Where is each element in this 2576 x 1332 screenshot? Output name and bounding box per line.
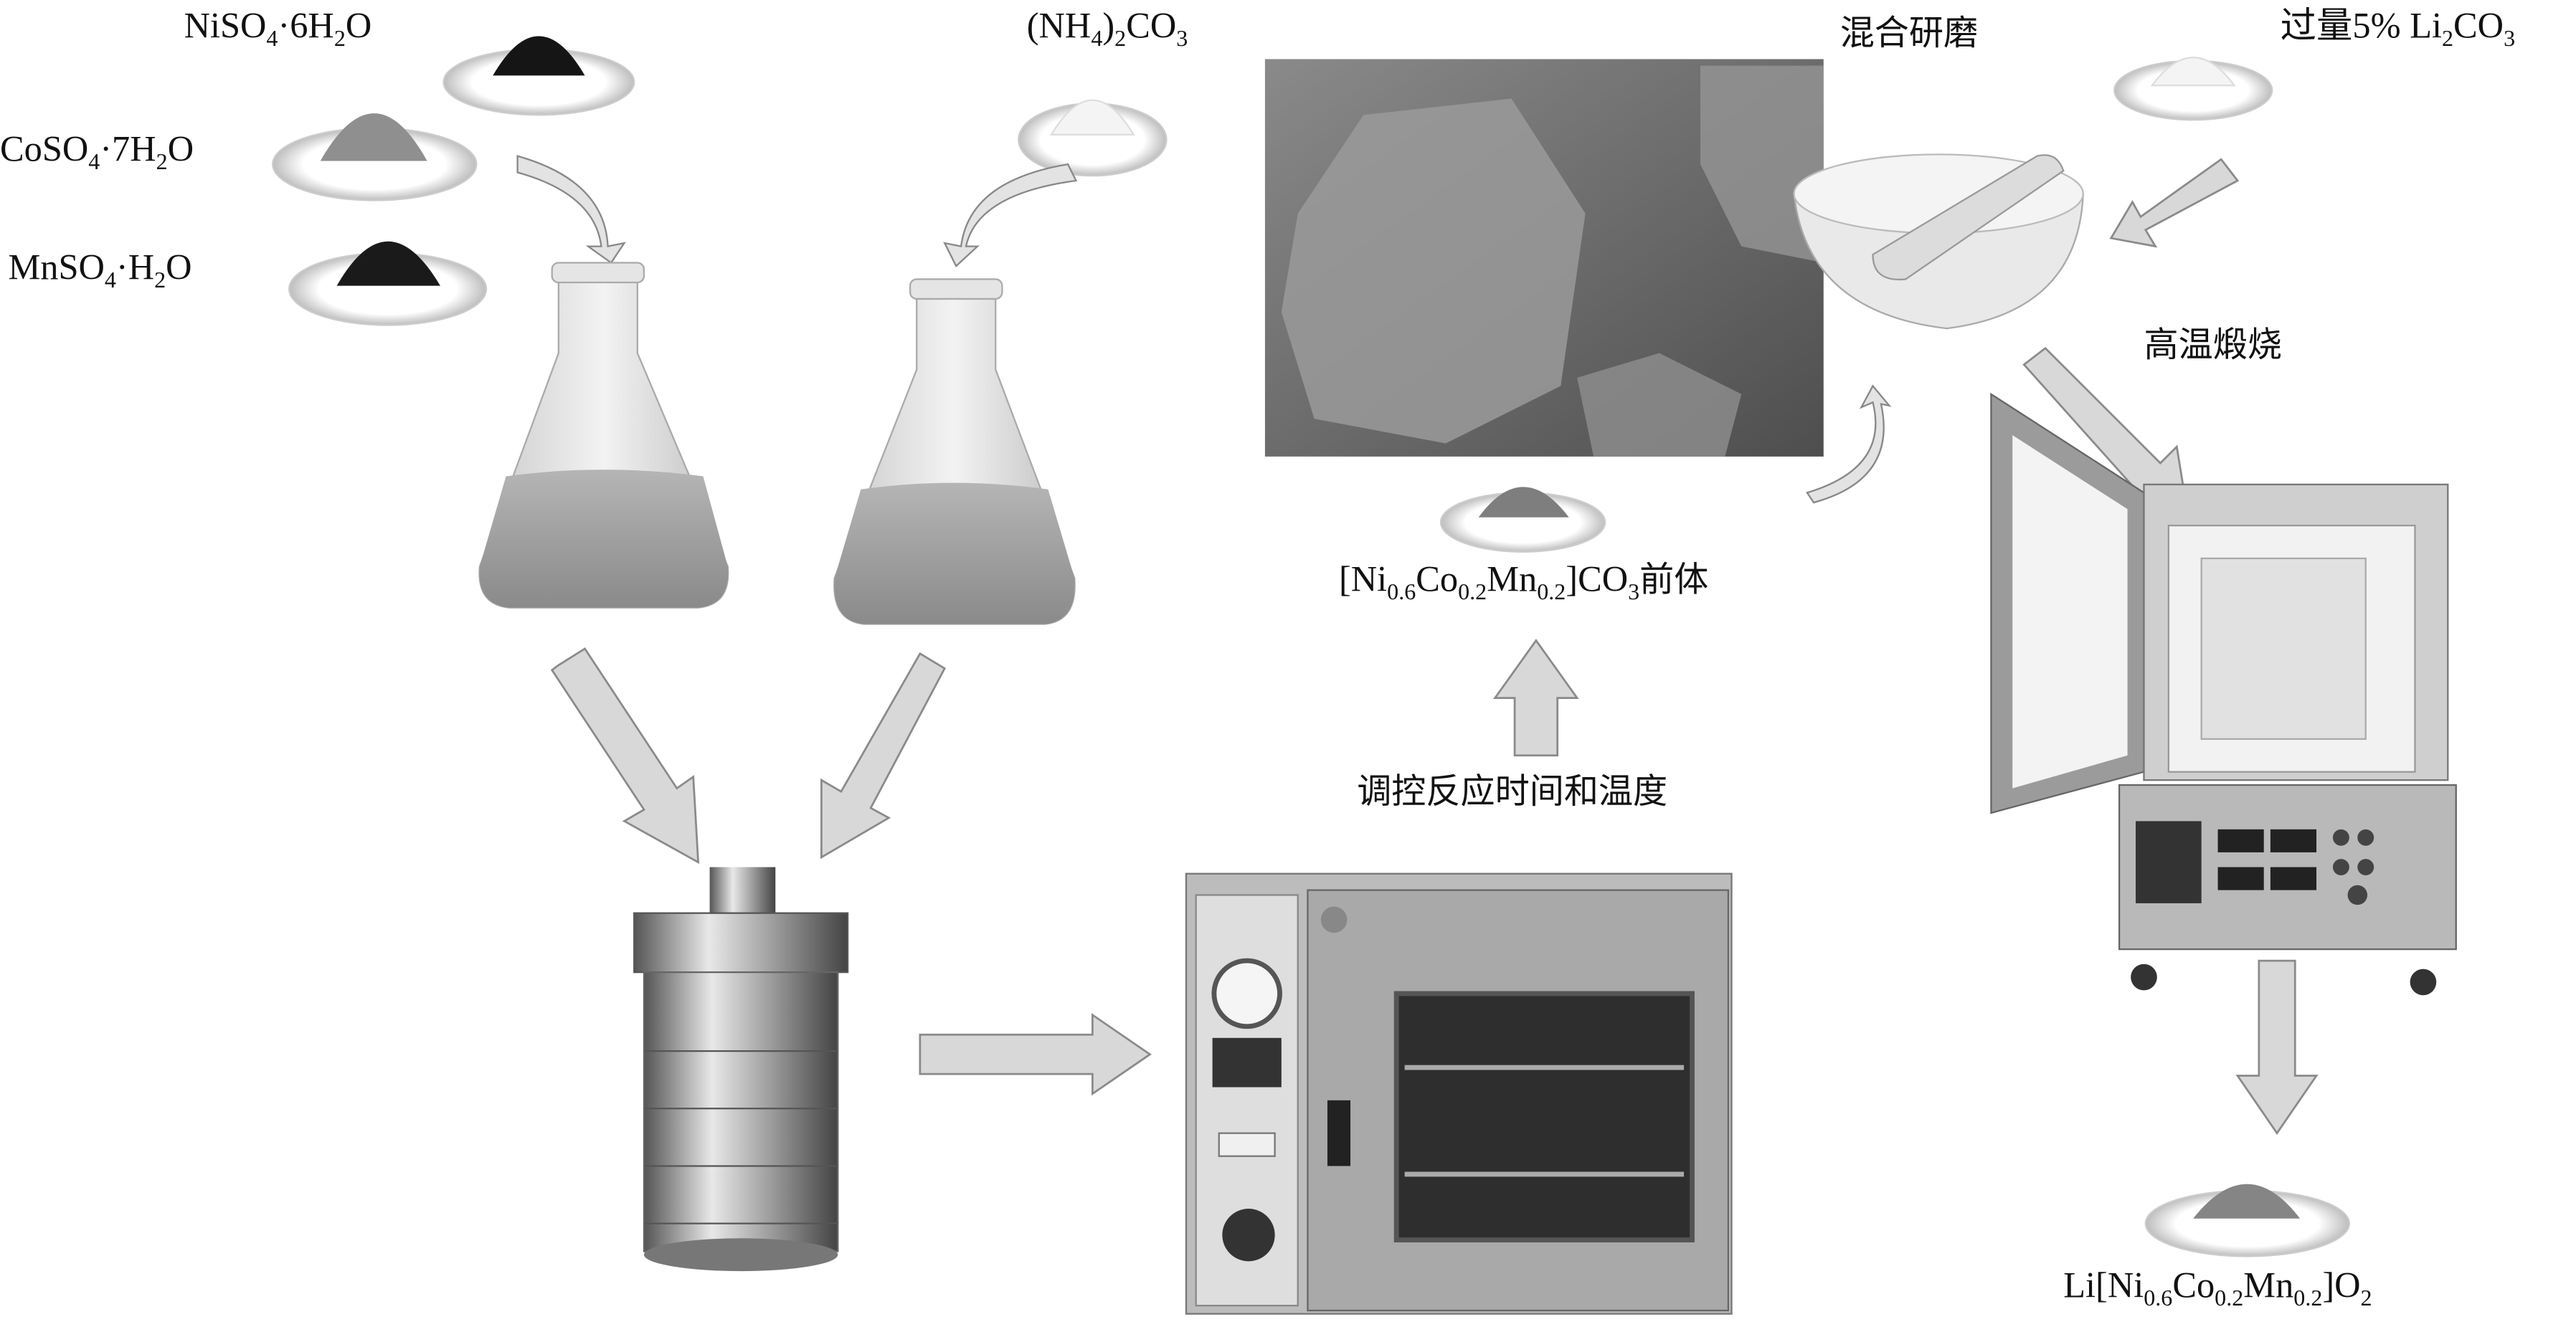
label-niso4: NiSO4·6H2O — [184, 4, 372, 53]
label-calcination: 高温煅烧 — [2144, 325, 2282, 365]
vacuum-drying-oven — [1185, 872, 1733, 1315]
flask-metal-salts — [478, 262, 729, 609]
label-coso4: CoSO4·7H2O — [0, 128, 194, 176]
arrow-li2co3-to-mortar — [2109, 158, 2240, 248]
curved-arrow-to-flask2 — [943, 163, 1078, 267]
arrow-flask1-to-autoclave — [550, 647, 700, 865]
label-mnso4: MnSO4·H2O — [8, 246, 192, 295]
label-product: Li[Ni0.6Co0.2Mn0.2]O2 — [2063, 1264, 2372, 1313]
label-ammonium-carbonate: (NH4)2CO3 — [1026, 4, 1188, 53]
dish-precursor — [1439, 487, 1606, 553]
label-control-conditions: 调控反应时间和温度 — [1357, 771, 1668, 812]
dish-product — [2144, 1184, 2350, 1257]
dish-li2co3 — [2113, 57, 2273, 121]
dish-coso4 — [272, 113, 478, 201]
curved-arrow-to-flask1 — [516, 155, 626, 265]
autoclave — [633, 867, 849, 1272]
sem-image-precursor — [1264, 59, 1824, 457]
label-precursor: [Ni0.6Co0.2Mn0.2]CO3前体 — [1339, 558, 1709, 606]
mortar-and-pestle — [1793, 153, 2084, 330]
muffle-furnace — [1990, 392, 2457, 996]
label-grinding: 混合研磨 — [1839, 13, 1979, 53]
curved-arrow-to-mortar — [1806, 384, 1892, 504]
dish-mnso4 — [288, 241, 488, 326]
dish-nh4co3 — [1018, 99, 1168, 177]
dish-niso4 — [442, 36, 635, 116]
label-li2co3: 过量5% Li2CO3 — [2280, 4, 2516, 53]
flask-ammonium-carbonate — [833, 278, 1076, 625]
arrow-oven-to-precursor — [1492, 639, 1579, 757]
arrow-flask2-to-autoclave — [820, 652, 947, 860]
arrow-furnace-to-product — [2235, 959, 2319, 1136]
arrow-autoclave-to-oven — [919, 1013, 1152, 1096]
